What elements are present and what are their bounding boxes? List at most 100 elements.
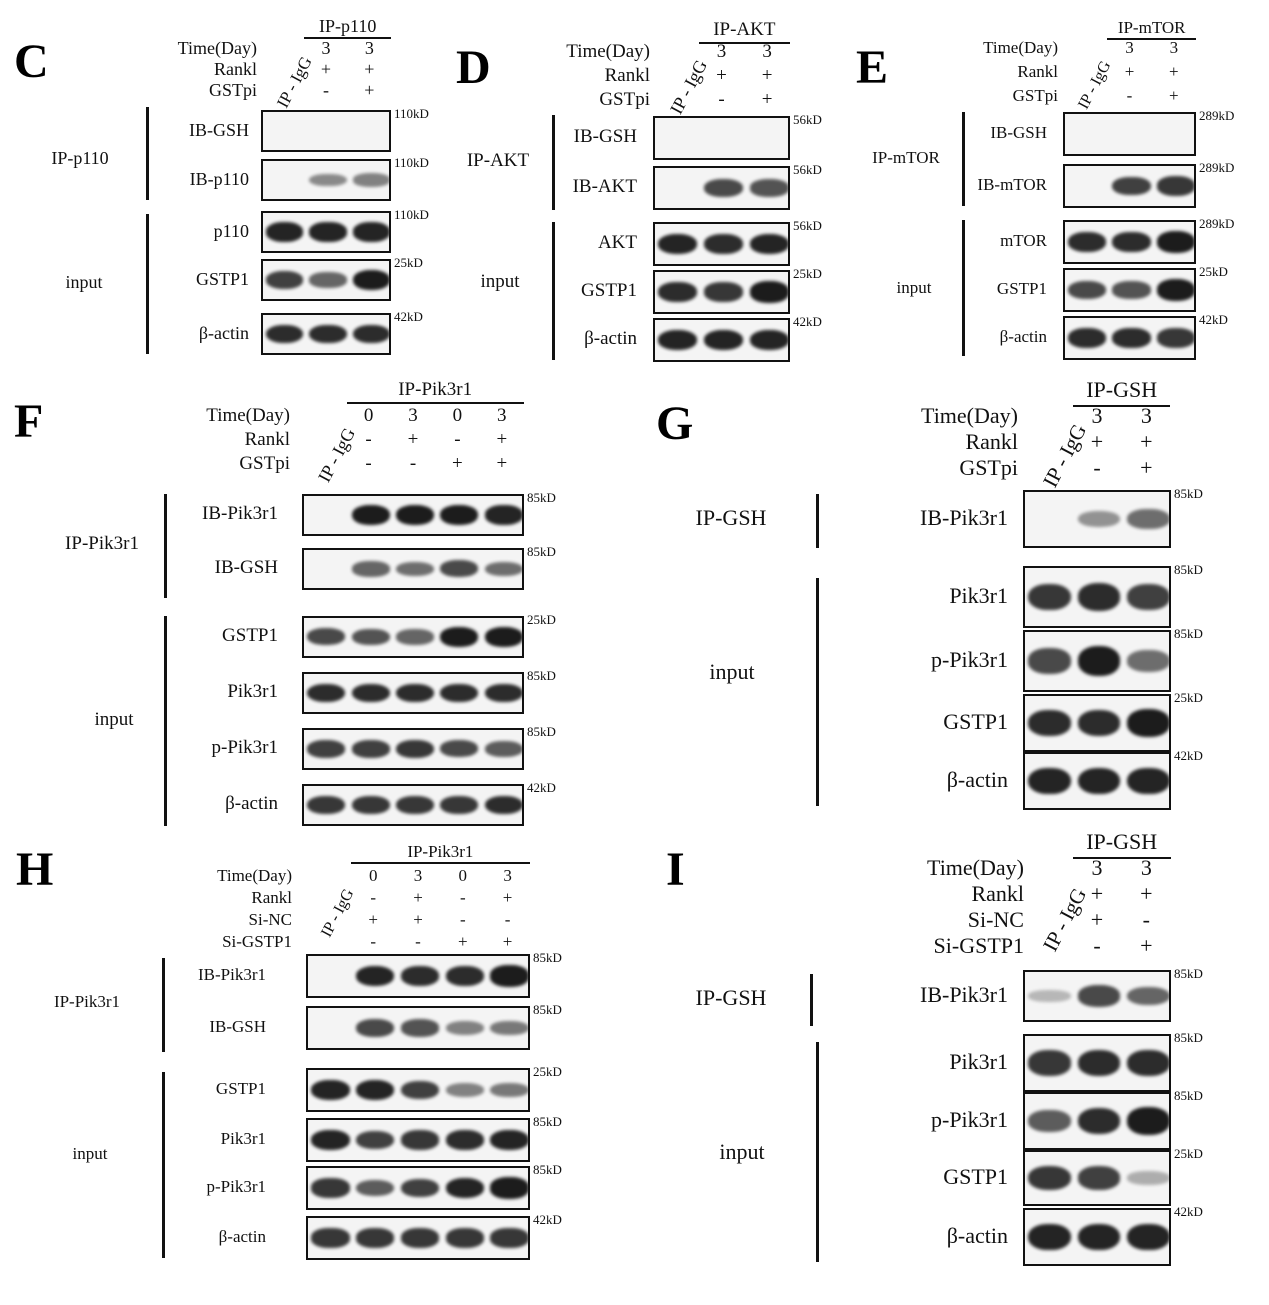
condition-label: Time(Day) xyxy=(177,38,257,58)
blot-row-label: GSTP1 xyxy=(215,1079,266,1098)
blot-band xyxy=(1127,767,1169,795)
blot-band xyxy=(351,683,390,703)
blot-band xyxy=(352,173,389,187)
condition-value: + xyxy=(1090,907,1104,932)
molecular-weight-label: 25kD xyxy=(1199,264,1228,279)
blot-row-label: p110 xyxy=(213,221,249,241)
blot-row-label: β-actin xyxy=(946,1223,1008,1248)
blot-band xyxy=(1028,1050,1071,1076)
group-label: input xyxy=(72,1144,108,1163)
molecular-weight-label: 85kD xyxy=(1174,486,1203,501)
condition-value: 3 xyxy=(408,405,418,426)
blot-row-label: GSTP1 xyxy=(996,279,1047,298)
condition-value: + xyxy=(320,59,332,79)
blot-band xyxy=(266,222,304,242)
blot-band xyxy=(1156,279,1194,301)
condition-value: + xyxy=(364,59,375,79)
blot-band xyxy=(1127,1171,1169,1185)
blot-row-label: IB-mTOR xyxy=(977,175,1047,194)
blot-band xyxy=(1127,986,1169,1006)
blot-strip xyxy=(1023,752,1171,810)
blot-row-label: IB-Pik3r1 xyxy=(920,982,1008,1007)
molecular-weight-label: 42kD xyxy=(793,314,822,329)
blot-band xyxy=(395,629,435,645)
blot-band xyxy=(1068,232,1107,252)
blot-band xyxy=(1028,1223,1071,1251)
condition-value: - xyxy=(370,932,377,951)
condition-label: GSTpi xyxy=(1012,86,1058,105)
molecular-weight-label: 25kD xyxy=(394,255,423,270)
panel-letter-g: G xyxy=(656,397,694,450)
condition-label: GSTpi xyxy=(959,455,1018,480)
molecular-weight-label: 42kD xyxy=(527,780,556,795)
condition-value: + xyxy=(1140,881,1153,906)
blot-band xyxy=(400,1178,440,1198)
igg-lane-label: IP - IgG xyxy=(665,56,711,118)
condition-value: - xyxy=(370,888,377,907)
blot-band xyxy=(309,324,347,344)
blot-strip xyxy=(306,954,530,998)
blot-row-label: β-actin xyxy=(999,327,1047,346)
blot-band xyxy=(440,626,479,648)
blot-band xyxy=(1028,709,1071,737)
blot-band xyxy=(1112,176,1151,196)
blot-band xyxy=(1077,646,1121,676)
condition-value: + xyxy=(368,910,378,929)
ip-header: IP-GSH xyxy=(1086,829,1158,854)
condition-value: 3 xyxy=(503,866,512,885)
condition-value: + xyxy=(452,453,463,474)
molecular-weight-label: 25kD xyxy=(1174,1146,1203,1161)
condition-label: Rankl xyxy=(244,429,290,450)
blot-band xyxy=(484,505,522,525)
molecular-weight-label: 42kD xyxy=(1174,1204,1203,1219)
blot-band xyxy=(395,504,435,526)
blot-band xyxy=(400,1019,440,1037)
blot-band xyxy=(1112,281,1151,299)
condition-value: + xyxy=(1140,933,1153,958)
blot-band xyxy=(1127,650,1169,672)
group-label: input xyxy=(896,278,932,297)
ip-header: IP-GSH xyxy=(1086,377,1158,402)
blot-band xyxy=(1127,1049,1169,1077)
ip-header: IP-mTOR xyxy=(1117,18,1186,37)
molecular-weight-label: 289kD xyxy=(1199,216,1235,231)
molecular-weight-label: 110kD xyxy=(394,155,429,170)
blot-band xyxy=(490,1228,528,1248)
blot-band xyxy=(703,329,744,351)
condition-label: Rankl xyxy=(214,59,257,79)
blot-band xyxy=(355,1130,395,1150)
condition-value: + xyxy=(1124,62,1135,81)
condition-value: 3 xyxy=(497,405,507,426)
blot-band xyxy=(1156,328,1194,348)
blot-band xyxy=(1028,583,1071,611)
condition-label: Time(Day) xyxy=(921,403,1018,428)
molecular-weight-label: 25kD xyxy=(793,266,822,281)
blot-strip xyxy=(1023,1092,1171,1150)
condition-label: Si-NC xyxy=(248,910,292,929)
condition-value: + xyxy=(1140,455,1153,480)
blot-strip xyxy=(302,548,524,590)
molecular-weight-label: 110kD xyxy=(394,207,429,222)
blot-band xyxy=(703,234,744,254)
condition-value: - xyxy=(504,910,511,929)
blot-band xyxy=(351,740,390,758)
blot-band xyxy=(395,795,435,815)
group-bracket xyxy=(816,1042,819,1262)
blot-strip xyxy=(302,616,524,658)
molecular-weight-label: 289kD xyxy=(1199,108,1235,123)
condition-value: - xyxy=(323,80,329,100)
blot-strip xyxy=(1023,970,1171,1022)
molecular-weight-label: 25kD xyxy=(527,612,556,627)
blot-row-label: IB-Pik3r1 xyxy=(202,503,278,524)
blot-row-label: IB-GSH xyxy=(990,123,1047,142)
condition-value: - xyxy=(365,453,372,474)
group-bracket xyxy=(552,222,555,360)
blot-band xyxy=(1077,767,1121,795)
blot-strip xyxy=(653,270,790,314)
group-label: IP-p110 xyxy=(51,148,109,168)
blot-row-label: p-Pik3r1 xyxy=(211,737,279,758)
blot-band xyxy=(352,222,389,242)
condition-value: - xyxy=(365,429,372,450)
blot-band xyxy=(309,173,347,187)
blot-band xyxy=(307,740,346,758)
